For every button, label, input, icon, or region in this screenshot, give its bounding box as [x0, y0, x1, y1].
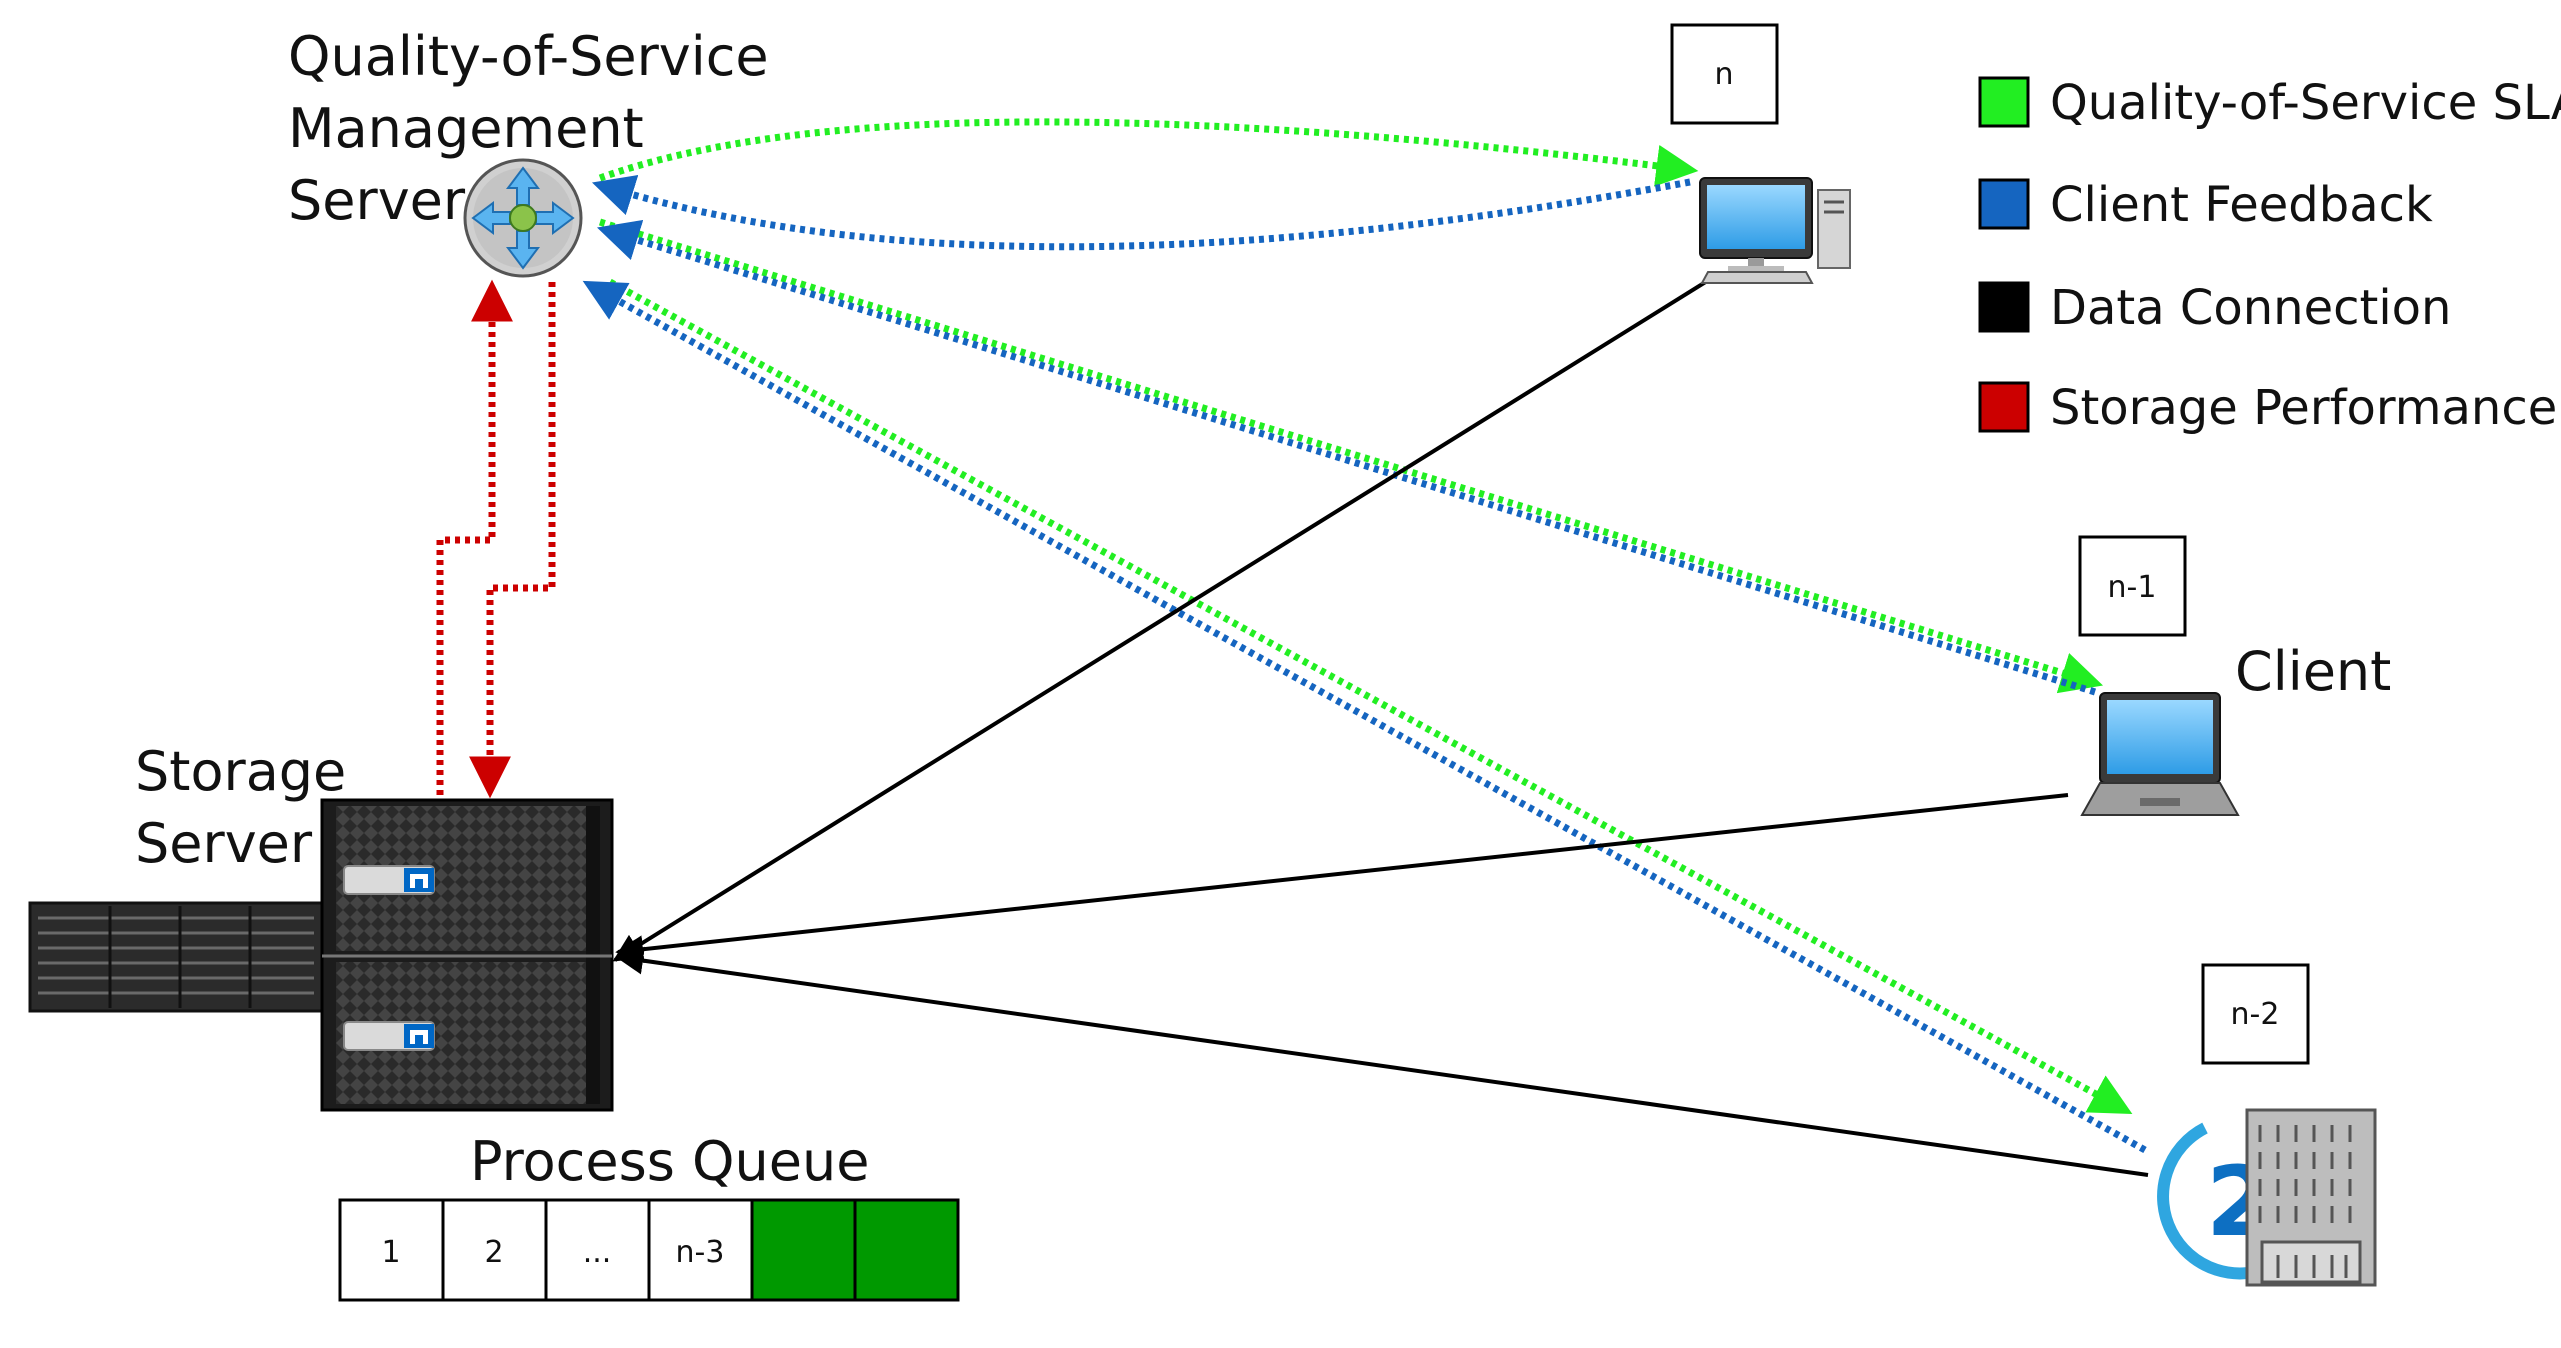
queue-cell-4-text: n-3 — [676, 1235, 725, 1270]
storage-server-label-line1: Storage — [135, 740, 346, 803]
legend: Quality-of-Service SLA Client Feedback D… — [1978, 75, 2561, 436]
netapp-logo-icon — [404, 868, 434, 1048]
storage-server-label-line2: Server — [135, 812, 313, 875]
data-connection-client-n1 — [615, 793, 2069, 964]
client-n2-tag: n-2 — [2231, 997, 2280, 1032]
sla-arrow-to-client-n2 — [608, 278, 2133, 1115]
legend-label-data: Data Connection — [2050, 280, 2451, 336]
legend-swatch-feedback — [1978, 178, 2030, 230]
sla-arrow-to-client-n — [598, 118, 1699, 187]
client-n-tag-box — [1670, 23, 1779, 125]
queue-cell-6-filled — [853, 1198, 960, 1302]
laptop-icon — [2080, 692, 2240, 816]
legend-swatch-sla — [1978, 76, 2030, 128]
legend-label-feedback: Client Feedback — [2050, 177, 2433, 233]
legend-label-storage-perf: Storage Performance — [2050, 380, 2557, 436]
qos-server-label-line2: Management — [288, 97, 644, 160]
queue-cell-1-text: 1 — [381, 1235, 400, 1270]
feedback-arrow-from-client-n2 — [582, 280, 2147, 1154]
client-n2-tag-box — [2201, 963, 2310, 1065]
process-queue: 1 2 ... n-3 — [338, 1198, 960, 1302]
storage-perf-arrow-down — [469, 282, 556, 799]
client-n1-tag: n-1 — [2108, 570, 2157, 605]
router-icon — [463, 158, 583, 278]
queue-cell-5-filled — [750, 1198, 857, 1302]
legend-swatch-data — [1978, 281, 2030, 333]
qos-server-label-line1: Quality-of-Service — [288, 25, 769, 88]
client-n-tag: n — [1714, 57, 1733, 92]
data-connection-client-n2 — [615, 946, 2149, 1177]
client-n1-tag-box — [2078, 535, 2187, 637]
queue-cell-3 — [544, 1198, 651, 1302]
desktop-computer-icon — [1699, 177, 1851, 284]
qos-server-label-line3: Server — [288, 169, 466, 232]
client-label: Client — [2235, 640, 2391, 703]
storage-server-icon — [28, 798, 614, 1112]
process-queue-label: Process Queue — [470, 1130, 869, 1193]
storage-perf-arrow-up — [436, 279, 513, 795]
legend-swatch-storage-perf — [1978, 381, 2030, 433]
feedback-arrow-from-client-n — [591, 174, 1691, 251]
office-building-icon: 2 — [2157, 1108, 2377, 1287]
data-connection-client-n — [612, 276, 1714, 962]
legend-label-sla: Quality-of-Service SLA — [2050, 75, 2561, 131]
queue-cell-2 — [441, 1198, 548, 1302]
queue-cell-1 — [338, 1198, 445, 1302]
queue-cell-3-text: ... — [583, 1235, 612, 1270]
feedback-arrow-from-client-n1 — [596, 219, 2097, 696]
sla-arrow-to-client-n1 — [598, 218, 2104, 694]
queue-cell-2-text: 2 — [484, 1235, 503, 1270]
